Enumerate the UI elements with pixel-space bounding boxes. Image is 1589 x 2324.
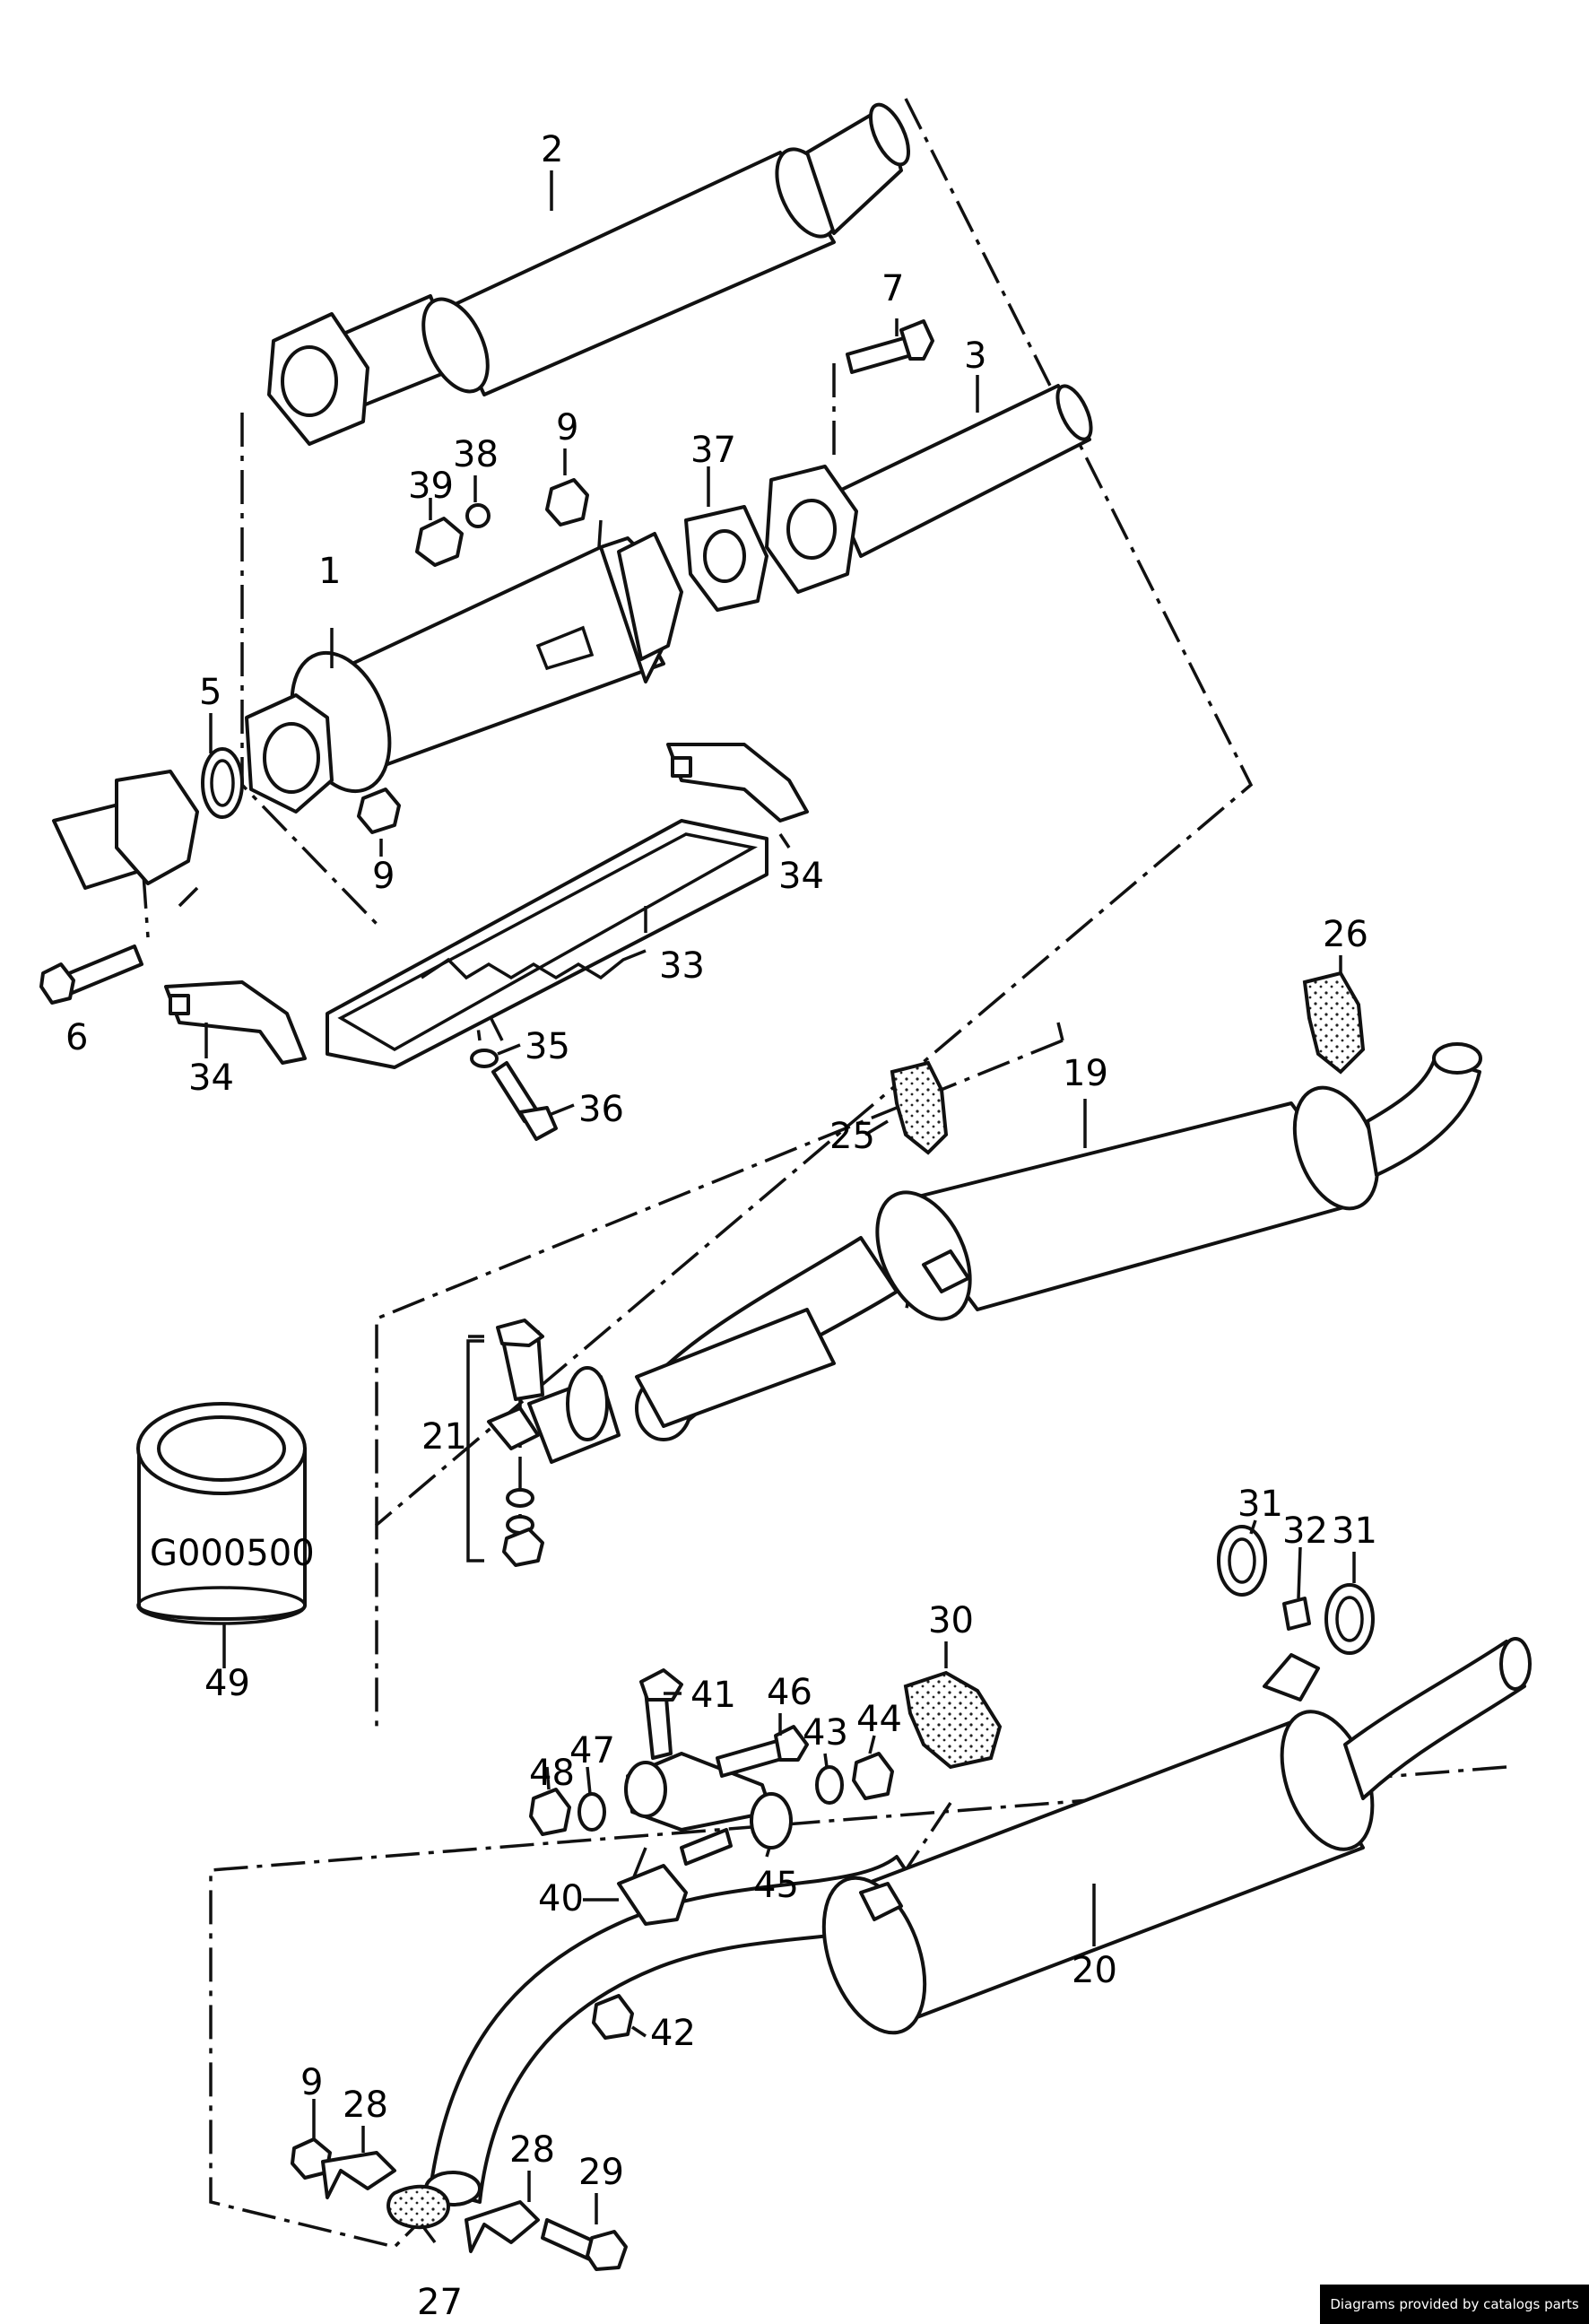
label-9-lower: 9 [300, 2062, 323, 2103]
label-5: 5 [199, 672, 221, 713]
label-30: 30 [928, 1600, 974, 1641]
label-9-top: 9 [556, 407, 578, 448]
label-34-upper: 34 [778, 856, 824, 897]
label-31-left: 31 [1237, 1484, 1283, 1525]
label-34-lower: 34 [188, 1058, 234, 1099]
label-47: 47 [569, 1730, 615, 1771]
label-41: 41 [690, 1675, 736, 1716]
rear-muffler [424, 1637, 1532, 2206]
heat-shield [326, 819, 768, 1069]
label-42: 42 [650, 2013, 696, 2054]
label-45: 45 [753, 1865, 799, 1906]
label-31-right: 31 [1332, 1510, 1377, 1552]
gasket-hole [703, 529, 746, 583]
label-20: 20 [1072, 1950, 1117, 1991]
leader-lines [204, 170, 1356, 2244]
mounting-bracket-assembly [529, 1668, 894, 2040]
label-1: 1 [318, 551, 341, 592]
label-25: 25 [829, 1116, 875, 1157]
bracket-lower [164, 980, 307, 1065]
attribution-footer: Diagrams provided by catalogs parts [1320, 2285, 1589, 2324]
catalytic-converter [245, 532, 683, 814]
front-pipe-resonator [267, 102, 911, 446]
clamp-assembly [466, 1308, 836, 1567]
label-6: 6 [65, 1017, 88, 1058]
label-19: 19 [1063, 1053, 1108, 1094]
fasteners-top [39, 319, 934, 1005]
label-37: 37 [690, 430, 736, 471]
label-32: 32 [1282, 1510, 1328, 1552]
washer [470, 1049, 499, 1068]
gasket-31a [1217, 1525, 1267, 1597]
label-38: 38 [453, 434, 499, 475]
lower-clamps [291, 2137, 628, 2271]
label-35: 35 [525, 1026, 570, 1067]
bracket-upper [666, 743, 809, 823]
connecting-pipe [765, 384, 1093, 594]
rubber-mount-30 [903, 1670, 1003, 1770]
label-48: 48 [529, 1753, 575, 1794]
label-36: 36 [578, 1089, 624, 1130]
seal-ring [201, 747, 244, 819]
rubber-mount-25 [890, 1060, 949, 1155]
label-9-mid: 9 [372, 856, 395, 897]
gasket-31b [1324, 1583, 1375, 1655]
part-labels: 2 7 3 9 38 39 37 1 5 9 34 33 6 34 35 36 … [65, 129, 1377, 2323]
label-44: 44 [856, 1699, 902, 1740]
label-2: 2 [541, 129, 563, 170]
label-39: 39 [408, 466, 454, 507]
label-29: 29 [578, 2152, 624, 2193]
can-label: G000500 [150, 1533, 315, 1574]
label-27: 27 [417, 2282, 463, 2323]
label-49: 49 [204, 1663, 250, 1704]
label-26: 26 [1323, 914, 1368, 955]
label-3: 3 [964, 335, 986, 377]
rubber-mount-26 [1302, 971, 1366, 1075]
label-21: 21 [421, 1416, 467, 1458]
sealing-compound-can [136, 1402, 307, 1625]
sleeve-32 [1282, 1597, 1311, 1631]
manifold-pipe-end [52, 770, 199, 890]
label-28-left: 28 [343, 2085, 388, 2126]
label-40: 40 [538, 1878, 584, 1919]
label-46: 46 [767, 1672, 812, 1713]
label-7: 7 [881, 268, 904, 309]
label-28-right: 28 [509, 2129, 555, 2171]
label-43: 43 [803, 1712, 848, 1754]
label-33: 33 [659, 945, 705, 987]
